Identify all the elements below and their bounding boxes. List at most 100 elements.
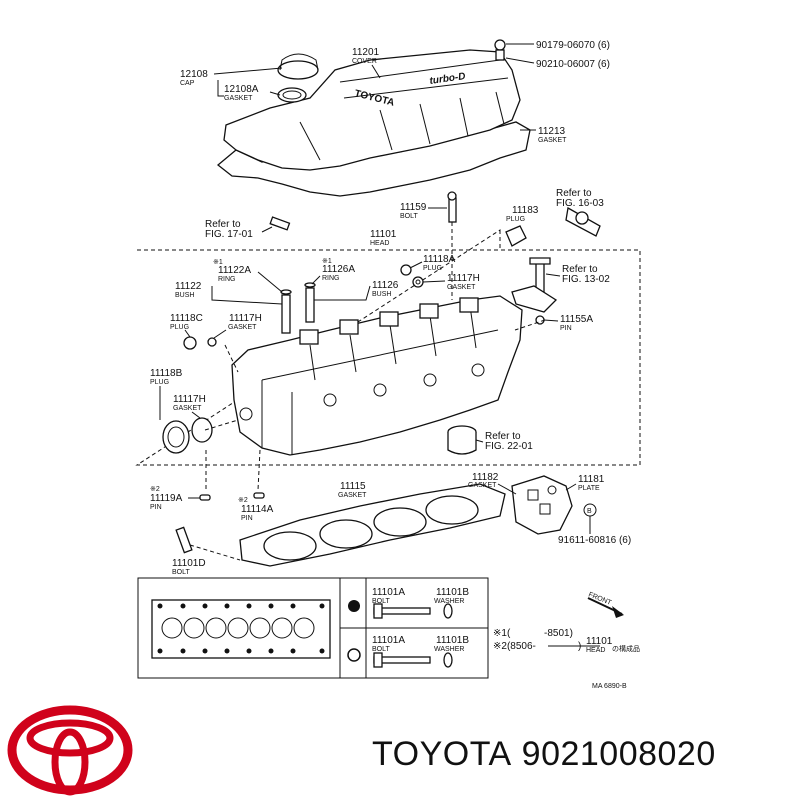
- label-11122: 11122: [175, 281, 202, 292]
- label-11182: 11182: [472, 472, 499, 483]
- label-11183-name: PLUG: [506, 216, 525, 223]
- label-11122a-name: RING: [218, 276, 236, 283]
- label-12108a-name: GASKET: [224, 95, 253, 102]
- label-11155a-name: PIN: [560, 325, 572, 332]
- label-circle-b: B: [587, 508, 592, 515]
- label-refer-22-01-a: Refer to: [485, 431, 521, 442]
- legend-group: 11101A BOLT 11101B WASHER 11101A BOLT 11…: [137, 577, 640, 690]
- cylinder-head-group: 11159 BOLT 11183 PLUG Refer to FIG. 16-0…: [135, 188, 641, 492]
- label-11182-name: GASKET: [468, 482, 497, 489]
- label-11117h-a: 11117H: [447, 273, 480, 284]
- legend-note2-mark: ※2(8506-: [493, 641, 536, 652]
- label-11118a: 11118A: [423, 254, 456, 265]
- label-11159-name: BOLT: [400, 213, 418, 220]
- label-refer-22-01-b: FIG. 22-01: [485, 441, 533, 452]
- bush-11122-shape: [281, 294, 291, 334]
- label-11117h-c-name: GASKET: [173, 405, 202, 412]
- label-11213: 11213: [538, 126, 566, 137]
- legend-note2-head: HEAD: [586, 647, 605, 654]
- legend-note1-part: 11101: [586, 636, 613, 647]
- cap-gasket-shape: [277, 87, 307, 103]
- legend-row1-washer-name: WASHER: [434, 598, 464, 605]
- plate-11181-shape: [511, 475, 573, 535]
- label-mark1-a: ※1: [213, 259, 223, 266]
- label-11114a: 11114A: [241, 504, 274, 515]
- label-11119a-name: PIN: [150, 504, 162, 511]
- label-91611: 91611-60816 (6): [558, 535, 631, 546]
- label-11181: 11181: [578, 474, 605, 485]
- label-refer-16-03-a: Refer to: [556, 188, 592, 199]
- label-11101: 11101: [370, 229, 397, 240]
- label-refer-17-01-b: FIG. 17-01: [205, 229, 253, 240]
- label-11115-name: GASKET: [338, 492, 367, 499]
- gasket-11117h-shape: [191, 417, 213, 443]
- cover-emboss-turbo: turbo-D: [429, 71, 466, 87]
- legend-note-suffix: の構成品: [612, 644, 640, 653]
- label-11181-name: PLATE: [578, 485, 600, 492]
- legend-open-dot: [347, 648, 361, 662]
- label-11118b-name: PLUG: [150, 379, 169, 386]
- label-11159: 11159: [400, 202, 427, 213]
- label-11117h-b: 11117H: [229, 313, 262, 324]
- label-90210: 90210-06007 (6): [536, 59, 610, 70]
- label-11155a: 11155A: [560, 314, 593, 325]
- valve-cover-shape: [223, 49, 521, 171]
- part-number: 9021008020: [521, 735, 716, 773]
- label-11122a: 11122A: [218, 265, 251, 276]
- brand-name: TOYOTA: [372, 735, 512, 773]
- label-11122-name: BUSH: [175, 292, 194, 299]
- legend-filled-dot: [348, 600, 360, 612]
- legend-front: FRONT: [587, 591, 613, 607]
- legend-row2-washer-name: WASHER: [434, 646, 464, 653]
- label-11118c: 11118C: [170, 313, 203, 324]
- legend-note1-range: -8501): [544, 628, 573, 639]
- legend-row2-bolt: 11101A: [372, 635, 405, 646]
- label-12108-name: CAP: [180, 80, 195, 87]
- legend-row2-bolt-name: BOLT: [372, 646, 390, 653]
- legend-row1-bolt-name: BOLT: [372, 598, 390, 605]
- logo-horizontal-ellipse: [26, 719, 114, 757]
- logo-vertical-ellipse: [51, 728, 89, 796]
- label-11118b: 11118B: [150, 368, 183, 379]
- label-11213-name: GASKET: [538, 137, 567, 144]
- legend-row2-washer: 11101B: [436, 635, 469, 646]
- label-12108: 12108: [180, 69, 208, 80]
- label-11118a-name: PLUG: [423, 265, 442, 272]
- label-11117h-c: 11117H: [173, 394, 206, 405]
- legend-fig-code: MA 6890-B: [592, 683, 627, 690]
- label-11118c-name: PLUG: [170, 324, 189, 331]
- label-mark2-b: ※2: [238, 497, 248, 504]
- label-11126: 11126: [372, 280, 399, 291]
- label-refer-13-02-a: Refer to: [562, 264, 598, 275]
- label-11126-name: BUSH: [372, 291, 391, 298]
- legend-note1-mark: ※1(: [493, 628, 511, 639]
- bush-11126-shape: [305, 287, 315, 323]
- label-12108a: 12108A: [224, 84, 259, 95]
- label-11119a: 11119A: [150, 493, 183, 504]
- label-11126a: 11126A: [322, 264, 355, 275]
- label-11183: 11183: [512, 205, 539, 216]
- label-11117h-a-name: GASKET: [447, 284, 476, 291]
- head-boundary-dashed: [135, 229, 641, 466]
- label-refer-13-02-b: FIG. 13-02: [562, 274, 610, 285]
- label-11101d: 11101D: [172, 558, 206, 569]
- label-mark2-a: ※2: [150, 486, 160, 493]
- label-mark1-b: ※1: [322, 258, 332, 265]
- plug-11118b-shape: [162, 420, 190, 454]
- label-11101-name: HEAD: [370, 240, 389, 247]
- label-refer-17-01-a: Refer to: [205, 219, 241, 230]
- label-11114a-name: PIN: [241, 515, 253, 522]
- label-11126a-name: RING: [322, 275, 340, 282]
- legend-row1-washer: 11101B: [436, 587, 469, 598]
- label-11115: 11115: [340, 481, 366, 492]
- valve-cover-group: TOYOTA turbo-D 11201 COVER 12108 CAP 121…: [180, 39, 610, 197]
- head-gasket-group: B 11182 GASKET 11181 PLATE ※2 11119A PIN…: [150, 472, 631, 576]
- label-11117h-b-name: GASKET: [228, 324, 257, 331]
- label-90179: 90179-06070 (6): [536, 40, 610, 51]
- label-11201: 11201: [352, 47, 380, 58]
- toyota-logo: [7, 705, 133, 796]
- oil-cap-shape: [277, 60, 319, 80]
- legend-row1-bolt: 11101A: [372, 587, 405, 598]
